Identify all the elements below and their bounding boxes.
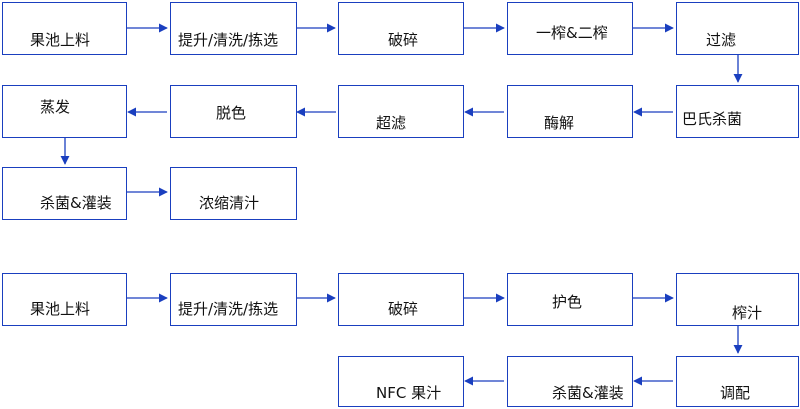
step-box-c8 [338,85,464,138]
step-label-n5: 榨汁 [732,304,763,322]
step-label-c6: 巴氏杀菌 [682,110,743,128]
step-box-c9 [170,85,297,138]
step-label-c10: 蒸发 [40,98,71,116]
step-label-n4: 护色 [552,293,583,311]
step-label-n8: NFC 果汁 [376,384,442,402]
step-box-c2 [170,2,297,55]
step-label-c5: 过滤 [706,31,737,49]
step-box-n6 [676,356,799,407]
step-label-n7: 杀菌&灌装 [552,384,624,402]
step-box-c7 [507,85,633,138]
step-label-c12: 浓缩清汁 [199,194,260,212]
step-label-n3: 破碎 [388,300,419,318]
step-label-n2: 提升/清洗/拣选 [178,300,279,318]
step-box-n8 [338,356,464,407]
step-box-n3 [338,273,464,326]
step-label-c8: 超滤 [376,114,407,132]
step-label-c4: 一榨&二榨 [536,24,608,42]
step-label-c9: 脱色 [216,104,247,122]
step-box-n2 [170,273,297,326]
step-box-c1 [2,2,127,55]
step-label-c11: 杀菌&灌装 [40,194,112,212]
step-box-n5 [676,273,799,326]
step-box-n1 [2,273,127,326]
step-box-c4 [507,2,633,55]
step-label-c1: 果池上料 [30,31,91,49]
step-box-c5 [676,2,799,55]
step-box-c12 [170,167,297,220]
step-label-c2: 提升/清洗/拣选 [178,31,279,49]
step-box-c11 [2,167,127,220]
step-label-c3: 破碎 [388,31,419,49]
step-box-c10 [2,85,127,138]
step-label-n1: 果池上料 [30,300,91,318]
step-label-n6: 调配 [720,384,751,402]
step-box-n7 [507,356,633,407]
step-box-c3 [338,2,464,55]
step-box-n4 [507,273,633,326]
step-label-c7: 酶解 [544,114,575,132]
step-box-c6 [676,85,799,138]
